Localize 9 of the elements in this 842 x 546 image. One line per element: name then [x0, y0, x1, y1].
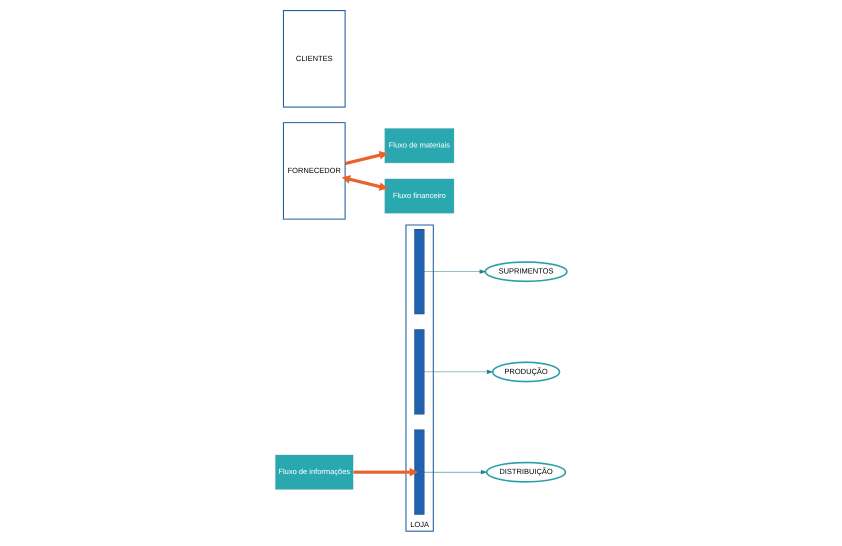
- node-bar: [414, 329, 424, 415]
- arrow: [424, 370, 494, 374]
- arrow: [354, 468, 418, 477]
- arrow: [344, 150, 388, 166]
- node-bar: [414, 430, 424, 515]
- arrow: [424, 269, 486, 274]
- node-bar: [414, 229, 424, 314]
- arrow: [424, 470, 488, 474]
- arrow: [342, 175, 388, 191]
